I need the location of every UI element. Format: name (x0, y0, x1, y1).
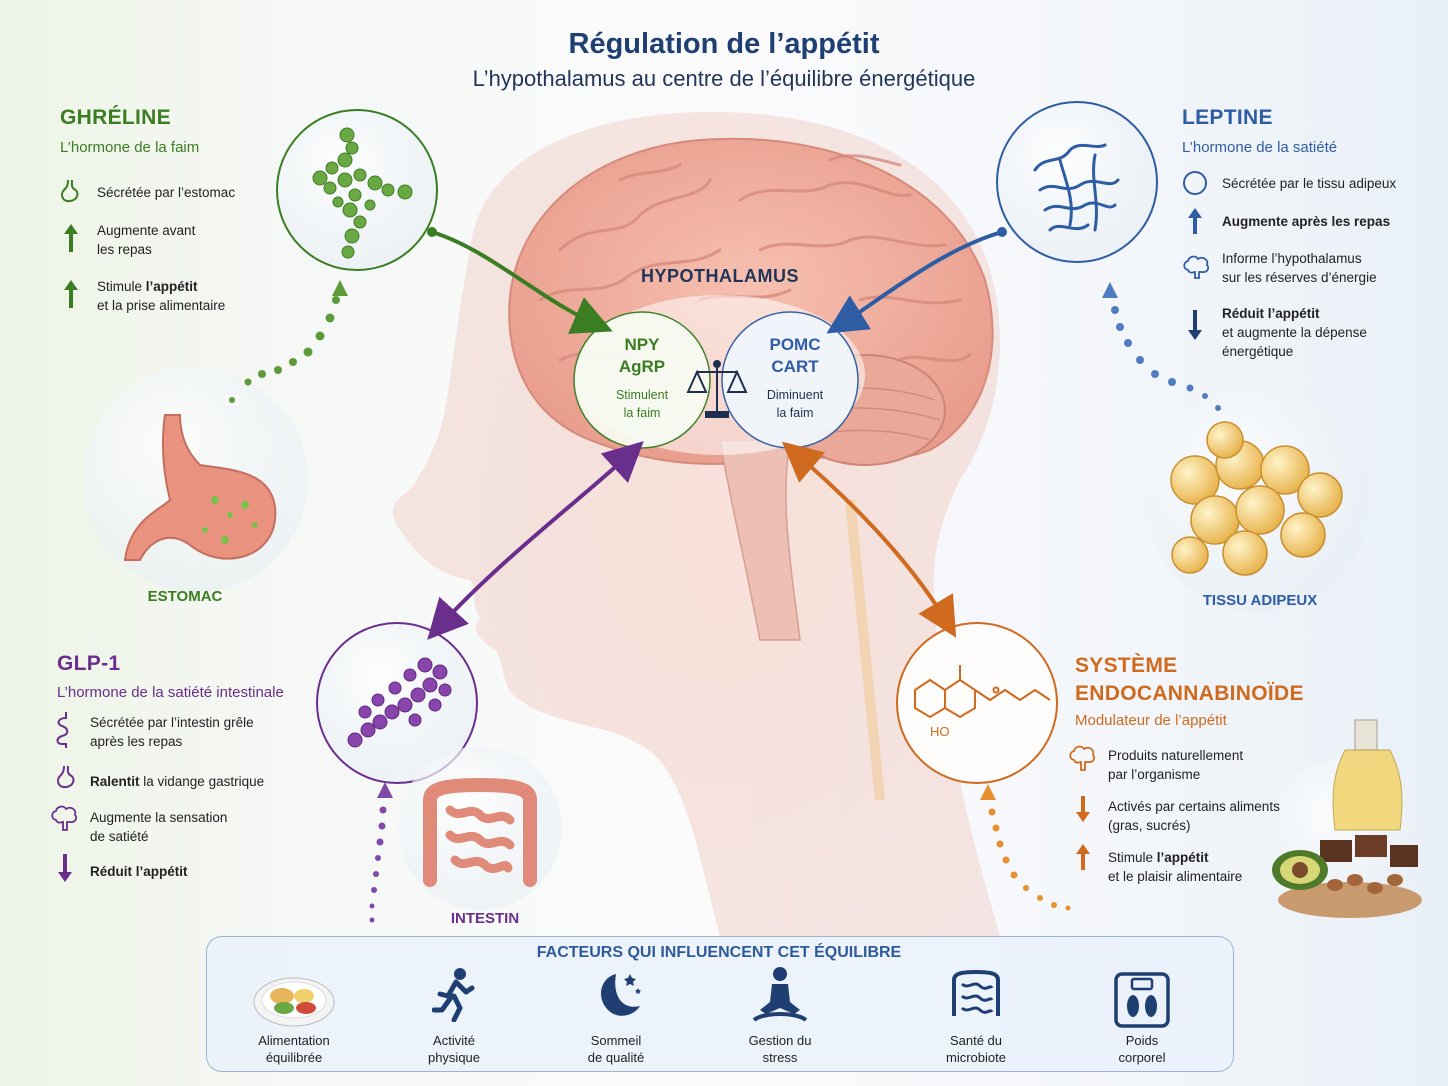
leptine-item-1: Sécrétée par le tissu adipeux (1222, 176, 1397, 191)
stomach-illustration (123, 414, 277, 561)
stomach-dotted-connector (229, 280, 348, 403)
agrp-label: AgRP (618, 357, 666, 376)
intestin-label: INTESTIN (450, 910, 520, 927)
brain-icon (1183, 255, 1210, 279)
endocannabinoid-subtitle: Modulateur de l’appétit (1075, 712, 1227, 729)
brain-icon (51, 805, 78, 831)
meditation-icon (752, 967, 808, 1022)
ghreline-subtitle: L’hormone de la faim (60, 139, 200, 156)
arrow-down-icon (1076, 796, 1090, 822)
npy-desc-2: la faim (623, 406, 661, 420)
pomc-desc-2: la faim (776, 406, 814, 420)
leptine-item-2: Augmente après les repas (1222, 214, 1391, 229)
cart-label: CART (771, 357, 819, 376)
arrow-up-icon (1188, 208, 1202, 234)
balance-scale-icon (686, 360, 748, 418)
pomc-desc-1: Diminuent (766, 388, 824, 402)
npy-agrp-label: NPY AgRP Stimulent la faim (582, 334, 702, 422)
glp1-item-2: Ralentit la vidange gastrique (90, 774, 265, 789)
tissu-adipeux-label: TISSU ADIPEUX (1202, 592, 1318, 609)
arrow-up-icon (1076, 844, 1090, 870)
ghreline-to-hypothalamus-arrow (431, 230, 613, 334)
leptine-molecule-icon (1033, 143, 1120, 232)
estomac-label: ESTOMAC (147, 588, 223, 605)
arrow-down-icon (1188, 310, 1202, 340)
brain-icon (1069, 745, 1096, 771)
arrow-up-icon (64, 224, 78, 252)
intestine-icon (952, 969, 1000, 1016)
adipose-cells-illustration (1170, 421, 1343, 576)
intestine-illustration (423, 778, 537, 887)
hypothalamus-title: HYPOTHALAMUS (641, 266, 799, 286)
scale-icon (1114, 972, 1170, 1028)
adipose-dotted-connector (1102, 282, 1221, 411)
leptine-to-hypothalamus-arrow (826, 230, 1003, 334)
leptine-title: LEPTINE (1182, 106, 1273, 129)
plate-icon (253, 977, 335, 1027)
intestine-icon (56, 712, 69, 748)
fat-cell-icon (1183, 171, 1207, 195)
runner-icon (432, 968, 475, 1022)
glp1-molecule-icon (347, 657, 452, 748)
factors-panel (206, 936, 1234, 1072)
factors-title: FACTEURS QUI INFLUENCENT CET ÉQUILIBRE (536, 944, 902, 961)
npy-label: NPY (624, 335, 660, 354)
endo-item-2: Activés par certains aliments(gras, sucr… (1108, 799, 1280, 833)
endocannabinoid-molecule-icon (914, 665, 1051, 719)
leptine-subtitle: L’hormone de la satiété (1182, 139, 1338, 156)
glp1-subtitle: L’hormone de la satiété intestinale (57, 684, 284, 701)
leptine-molecule-bubble (996, 101, 1158, 263)
intestine-dotted-connector (369, 782, 393, 923)
ghreline-item-1: Sécrétée par l’estomac (97, 185, 236, 200)
moon-icon (601, 974, 641, 1016)
page-title: Régulation de l’appétit (568, 28, 880, 60)
glp1-hypothalamus-arrow (427, 441, 644, 640)
arrow-up-icon (64, 280, 78, 308)
ghreline-title: GHRÉLINE (60, 106, 171, 129)
endocannabinoid-dotted-connector (980, 784, 1071, 911)
glp1-title: GLP-1 (57, 652, 121, 675)
oil-chocolate-avocado-illustration (1272, 719, 1422, 918)
npy-desc-1: Stimulent (615, 388, 669, 402)
pomc-label: POMC (769, 335, 821, 354)
stomach-icon (61, 179, 79, 203)
molecule-ho-label: HO (930, 724, 950, 739)
page-subtitle: L’hypothalamus au centre de l’équilibre … (472, 66, 976, 91)
ghreline-molecule-icon (312, 127, 413, 259)
pomc-cart-label: POMC CART Diminuent la faim (735, 334, 855, 422)
arrow-down-icon (58, 854, 72, 882)
endocannabinoid-molecule-bubble (896, 622, 1058, 784)
endocannabinoid-hypothalamus-arrow (781, 441, 957, 638)
intestine-bubble (398, 746, 562, 910)
glp1-item-4: Réduit l’appétit (90, 864, 188, 879)
stomach-icon (57, 765, 75, 789)
